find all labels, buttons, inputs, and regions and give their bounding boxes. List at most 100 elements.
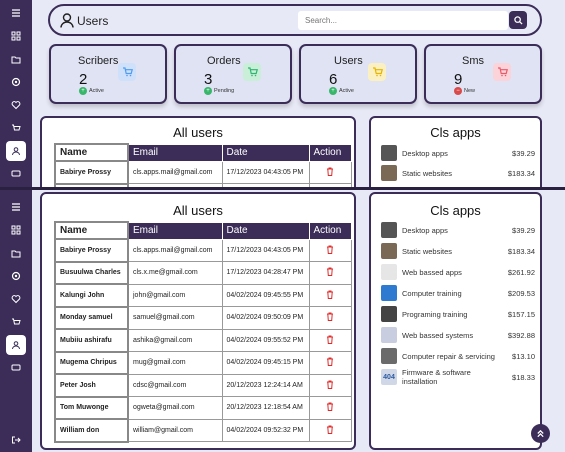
search-button[interactable] xyxy=(509,11,527,29)
messages-icon[interactable] xyxy=(6,164,26,184)
double-chevron-up-icon xyxy=(537,429,544,438)
cart-icon[interactable] xyxy=(6,118,26,138)
user-email: ogweta@gmail.com xyxy=(127,396,223,420)
delete-button[interactable] xyxy=(308,418,352,442)
delete-button[interactable] xyxy=(308,183,352,188)
dashboard-icon[interactable] xyxy=(6,220,26,240)
app-name: Static websites xyxy=(402,247,453,256)
table-header-row: Name Email Date Action xyxy=(54,143,352,162)
logout-icon[interactable] xyxy=(6,430,26,450)
app-item[interactable]: Web bassed apps $261.92 xyxy=(381,263,535,283)
user-icon xyxy=(60,13,74,28)
messages-icon[interactable] xyxy=(6,358,26,378)
menu-icon[interactable] xyxy=(6,3,26,23)
user-email: john@gmail.com xyxy=(127,283,223,307)
delete-button[interactable] xyxy=(308,306,352,330)
app-item[interactable]: Computer training $209.53 xyxy=(381,284,535,304)
settings-icon[interactable] xyxy=(6,72,26,92)
user-date: 17/12/2023 04:43:05 PM xyxy=(221,160,310,184)
user-email: samuel@gmail.com xyxy=(127,306,223,330)
app-item[interactable]: Programing training $157.15 xyxy=(381,305,535,325)
delete-button[interactable] xyxy=(308,373,352,397)
app-item[interactable]: Desktop apps $39.29 xyxy=(381,144,535,164)
column-header: Date xyxy=(221,143,310,162)
plus-icon: + xyxy=(329,87,337,95)
app-name: Web bassed systems xyxy=(402,331,474,340)
stat-card-scribers[interactable]: Scribers 2 + Active xyxy=(49,44,167,104)
all-users-panel: All users Name Email Date Action Babirye… xyxy=(40,116,356,188)
user-icon[interactable] xyxy=(6,141,26,161)
header-bar: Users xyxy=(48,4,542,36)
menu-icon[interactable] xyxy=(6,197,26,217)
computer-training-thumbnail-icon xyxy=(381,285,397,301)
delete-button[interactable] xyxy=(308,238,352,262)
computer-repair-thumbnail-icon xyxy=(381,348,397,364)
user-email: cdsc@gmail.com xyxy=(127,373,223,397)
users-table: Name Email Date Action Babirye Prossy cl… xyxy=(54,143,352,188)
user-name: Peter Josh xyxy=(54,373,129,398)
delete-button[interactable] xyxy=(308,261,352,285)
folder-icon[interactable] xyxy=(6,49,26,69)
delete-button[interactable] xyxy=(308,396,352,420)
user-date: 17/12/2023 04:28:47 PM xyxy=(221,261,310,285)
stat-card-users[interactable]: Users 6 + Active xyxy=(299,44,417,104)
cls-apps-panel: Cls apps Desktop apps $39.29 Static webs… xyxy=(369,116,542,188)
stat-card-status: Active xyxy=(89,88,104,94)
frame-divider xyxy=(0,187,565,190)
static-websites-thumbnail-icon xyxy=(381,165,397,181)
app-item[interactable]: Web bassed systems $392.88 xyxy=(381,326,535,346)
app-item[interactable]: Static websites $183.34 xyxy=(381,164,535,184)
user-name: Tom Muwonge xyxy=(54,395,129,420)
user-icon[interactable] xyxy=(6,335,26,355)
user-name: Kalungi John xyxy=(54,283,129,308)
delete-button[interactable] xyxy=(308,328,352,352)
delete-button[interactable] xyxy=(308,283,352,307)
column-header: Email xyxy=(127,221,223,240)
programming-training-thumbnail-icon xyxy=(381,306,397,322)
table-header-row: Name Email Date Action xyxy=(54,221,352,240)
folder-icon[interactable] xyxy=(6,243,26,263)
dashboard-icon[interactable] xyxy=(6,26,26,46)
dashboard-scrolled-frame: All users Name Email Date Action Babirye… xyxy=(32,190,565,452)
panel-title: Cls apps xyxy=(430,203,481,218)
user-date: 04/02/2024 09:45:15 PM xyxy=(221,351,310,375)
cart-icon xyxy=(243,63,261,81)
delete-button[interactable] xyxy=(308,160,352,184)
settings-icon[interactable] xyxy=(6,266,26,286)
user-date: 04/02/2024 09:50:09 PM xyxy=(221,306,310,330)
app-price: $261.92 xyxy=(507,268,535,277)
heart-icon[interactable] xyxy=(6,289,26,309)
user-name: Mubiiu ashirafu xyxy=(54,328,129,353)
stat-card-sms[interactable]: Sms 9 − New xyxy=(424,44,542,104)
heart-icon[interactable] xyxy=(6,95,26,115)
column-header: Action xyxy=(308,221,352,240)
user-name: Busuulwa Charles xyxy=(54,260,129,285)
search-input[interactable] xyxy=(298,11,508,30)
user-email: mug@gmail.com xyxy=(127,351,223,375)
user-name: Babirye Prossy xyxy=(54,238,129,263)
app-item[interactable]: Desktop apps $39.29 xyxy=(381,221,535,241)
app-price: $18.33 xyxy=(512,373,535,382)
app-item[interactable]: 404 Firmware & software installation $18… xyxy=(381,368,535,388)
app-item[interactable]: Computer repair & servicing $13.10 xyxy=(381,347,535,367)
column-header: Email xyxy=(127,143,223,162)
web-systems-thumbnail-icon xyxy=(381,327,397,343)
scroll-to-top-button[interactable] xyxy=(531,424,550,443)
plus-icon: + xyxy=(204,87,212,95)
app-price: $392.88 xyxy=(507,331,535,340)
app-item[interactable]: Static websites $183.34 xyxy=(381,242,535,262)
user-name: Busuulwa Charles xyxy=(54,182,129,188)
delete-button[interactable] xyxy=(308,351,352,375)
user-email: ashika@gmail.com xyxy=(127,328,223,352)
cart-icon[interactable] xyxy=(6,312,26,332)
app-price: $39.29 xyxy=(512,226,535,235)
sidebar xyxy=(0,0,32,452)
stat-card-orders[interactable]: Orders 3 + Pending xyxy=(174,44,292,104)
column-header: Name xyxy=(54,143,129,162)
stat-card-title: Users xyxy=(334,55,363,67)
